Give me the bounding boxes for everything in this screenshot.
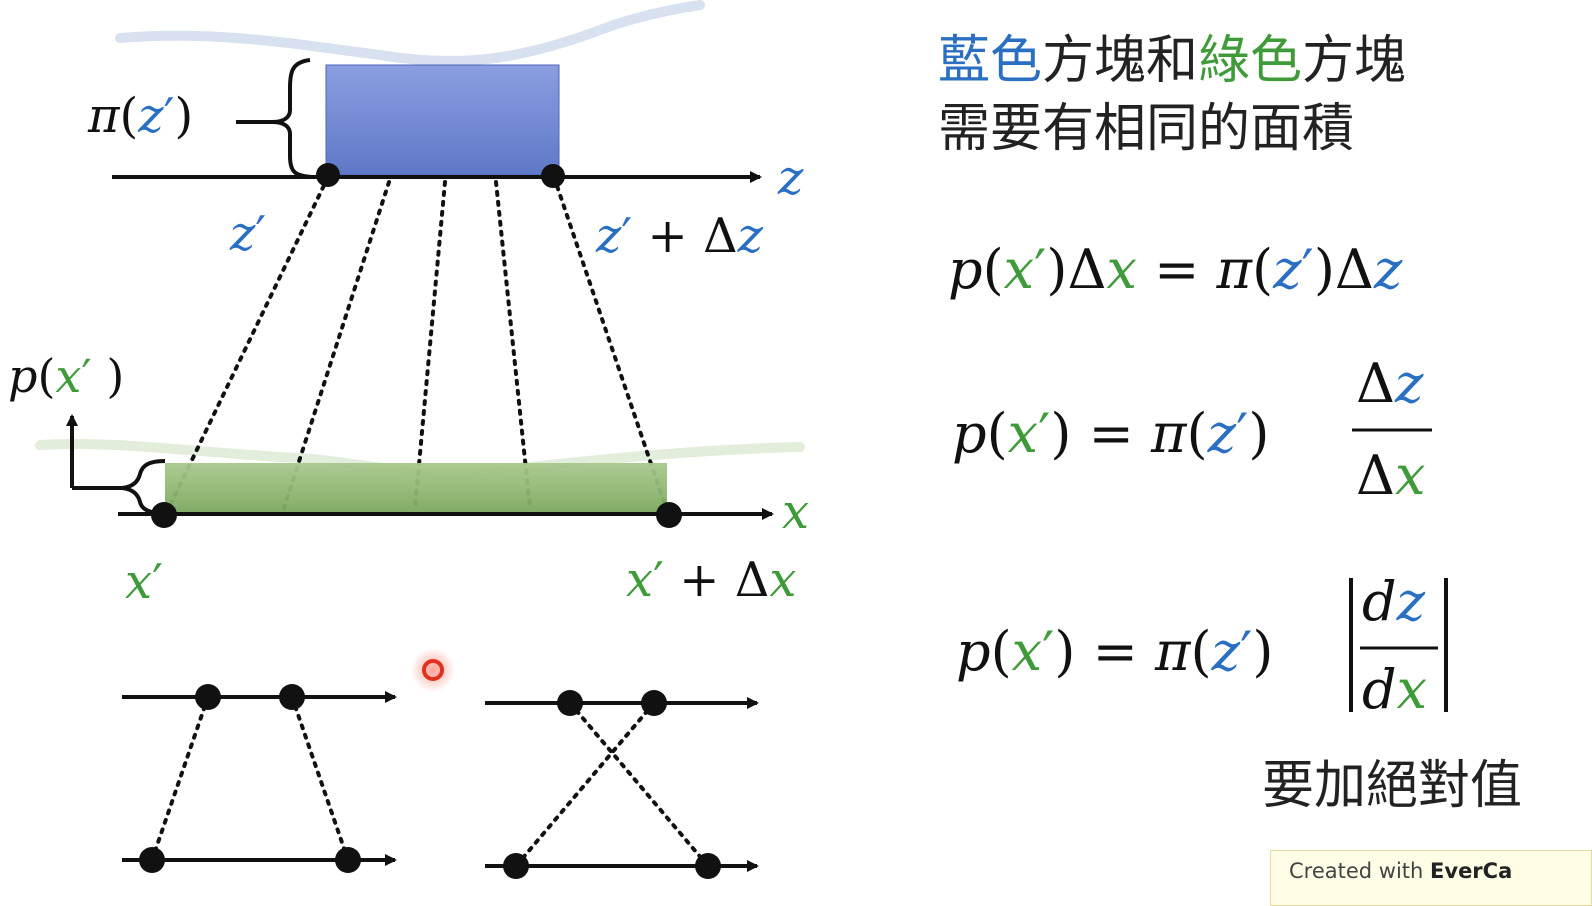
x-prime-plus-dx-point bbox=[656, 502, 682, 528]
z-prime-plus-dz-label: z′ + Δz bbox=[595, 208, 764, 264]
box-word: 方塊 bbox=[1302, 31, 1406, 91]
x-prime-plus-dx-label: x′ + Δx bbox=[626, 552, 796, 608]
watermark-brand: EverCa bbox=[1430, 859, 1513, 883]
example-crossing bbox=[485, 690, 759, 879]
and-word: 方塊和 bbox=[1042, 31, 1198, 91]
pointer-cursor bbox=[411, 648, 455, 692]
x-axis-label: x bbox=[782, 484, 809, 540]
blue-word: 藍色 bbox=[938, 31, 1042, 91]
z-prime-plus-dz-point bbox=[541, 164, 565, 188]
watermark-prefix: Created with bbox=[1289, 859, 1424, 883]
blue-area-box bbox=[325, 64, 560, 176]
faint-density-curve-top bbox=[115, 0, 705, 67]
svg-text:Δz: Δz bbox=[1356, 352, 1424, 415]
explanation-line-1: 藍色方塊和綠色方塊 bbox=[938, 31, 1406, 91]
pi-density-label: π(z′) bbox=[87, 88, 193, 144]
evercam-watermark: Created with EverCa bbox=[1270, 850, 1592, 906]
z-prime-point bbox=[316, 163, 340, 187]
explanation-line-2: 需要有相同的面積 bbox=[938, 99, 1354, 159]
absolute-value-note: 要加絕對值 bbox=[1262, 756, 1522, 816]
svg-text:dx: dx bbox=[1362, 658, 1427, 721]
pi-brace bbox=[271, 58, 313, 179]
green-area-box bbox=[165, 463, 667, 513]
example-monotonic bbox=[122, 684, 397, 873]
svg-text:Δx: Δx bbox=[1356, 444, 1425, 507]
p-density-label: p(x′ ) bbox=[8, 349, 124, 403]
equation-1: p(x′)Δx = π(z′)Δz bbox=[948, 238, 1403, 301]
z-axis-label: z bbox=[777, 150, 804, 206]
svg-text:p(x′) = π(z′): p(x′) = π(z′) bbox=[952, 402, 1269, 465]
svg-text:p(x′) = π(z′): p(x′) = π(z′) bbox=[956, 620, 1273, 683]
mapping-lines bbox=[164, 175, 670, 516]
equation-2: p(x′) = π(z′) Δz Δx bbox=[952, 352, 1432, 507]
svg-text:dz: dz bbox=[1362, 570, 1426, 633]
z-prime-label: z′ bbox=[229, 206, 266, 262]
x-prime-label: x′ bbox=[125, 554, 163, 610]
green-word: 綠色 bbox=[1198, 31, 1302, 91]
equation-3: p(x′) = π(z′) dz dx bbox=[956, 570, 1448, 721]
x-prime-point bbox=[151, 502, 177, 528]
